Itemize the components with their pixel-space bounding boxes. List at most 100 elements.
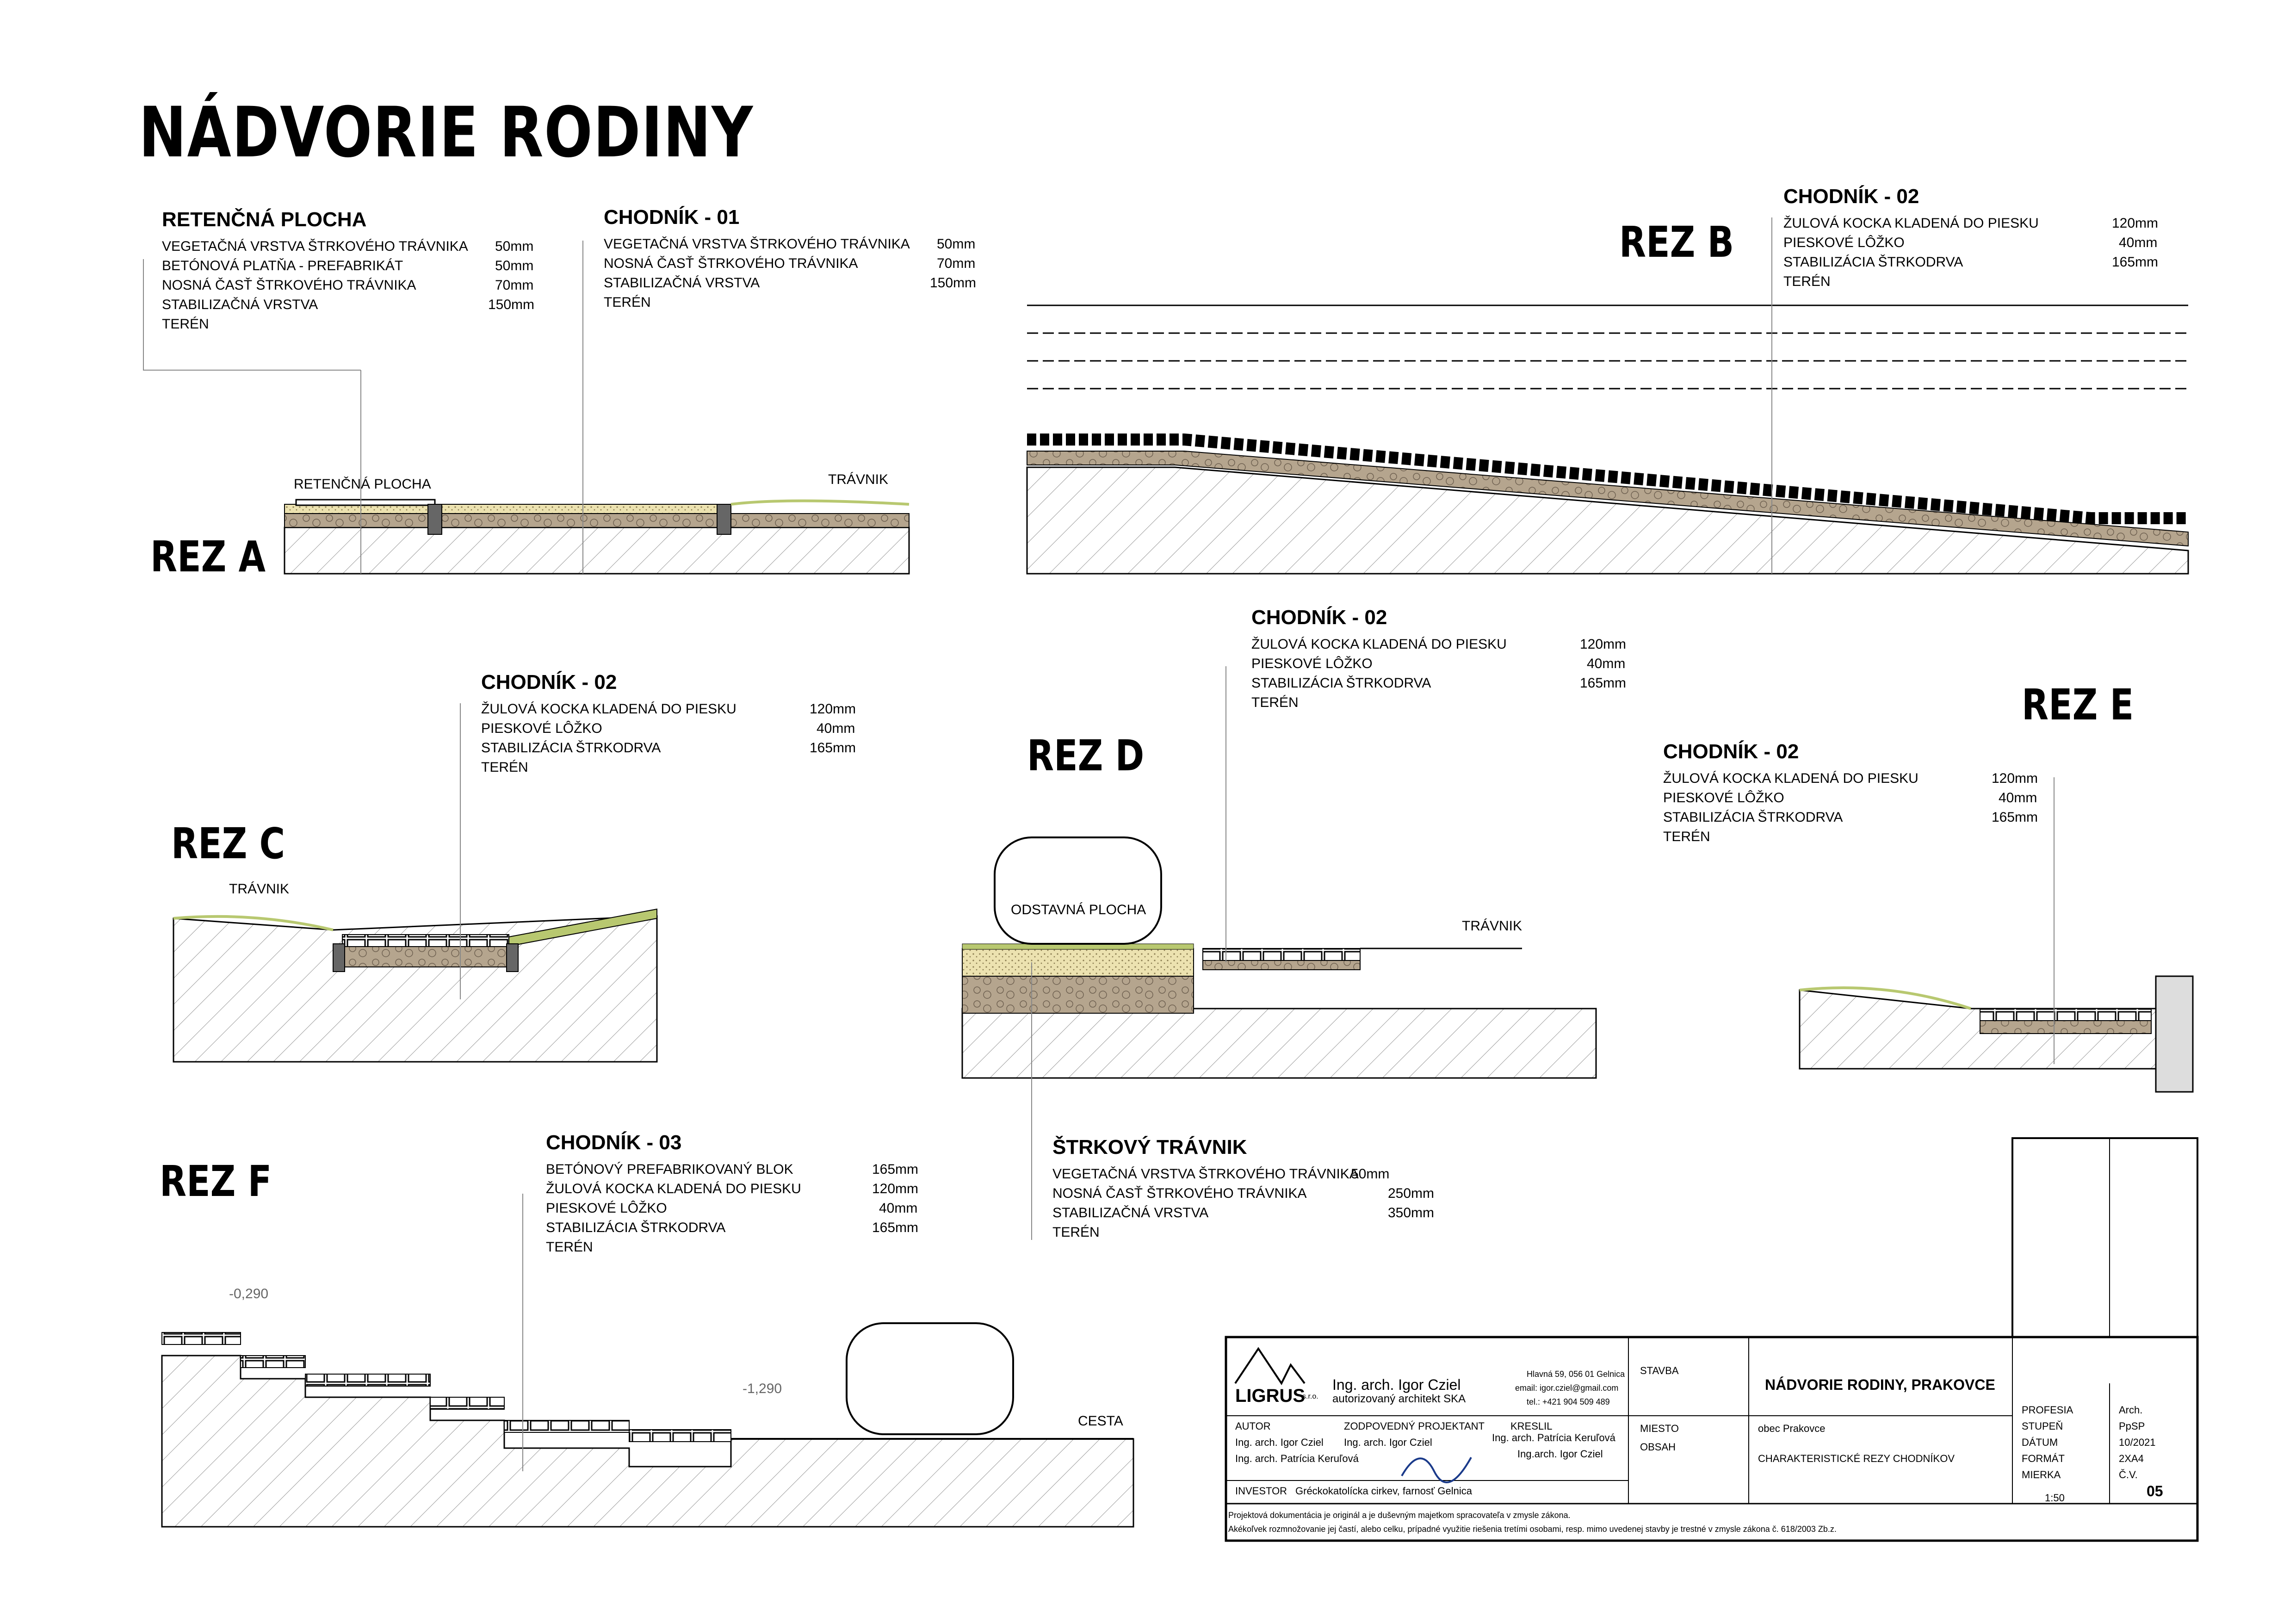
profesia-value: Arch. [2119,1404,2143,1416]
section-c-curb-1 [333,943,345,972]
obsah-value: CHARAKTERISTICKÉ REZY CHODNÍKOV [1758,1453,1955,1464]
autor-2: Ing. arch. Patrícia Keruľová [1235,1453,1359,1464]
title-block-frame [1225,1137,2199,1542]
level-marker-top: -0,290 [229,1286,269,1301]
callout-travnik-d: TRÁVNIK [1462,918,1522,934]
autor-1: Ing. arch. Igor Cziel [1235,1437,1324,1448]
section-f-step-2 [240,1355,306,1368]
section-c-grass-left [173,915,334,931]
datum-value: 10/2021 [2119,1437,2156,1448]
spec-row: TERÉN [162,316,209,332]
section-label-a: REZ A [150,532,266,582]
autor-label: AUTOR [1235,1420,1271,1432]
section-f-step-4 [430,1397,505,1410]
spec-title: CHODNÍK - 03 [546,1131,682,1154]
callout-travnik-a: TRÁVNIK [828,472,889,487]
section-d-stabilization [962,976,1194,1014]
section-f-step-3 [305,1374,431,1387]
signature-icon [1401,1457,1472,1483]
section-e-grass [1799,986,1971,1010]
callout-travnik-c: TRÁVNIK [229,881,290,897]
spec-chodnik-03: CHODNÍK - 03 BETÓNOVÝ PREFABRIKOVANÝ BLO… [546,1131,919,1257]
section-f-step-1 [161,1332,241,1345]
kreslil-2: Ing.arch. Igor Cziel [1517,1448,1603,1460]
datum-label: DÁTUM [2022,1437,2058,1448]
mierka-label: MIERKA [2022,1469,2061,1481]
section-d-sand [1202,960,1361,970]
company-phone: tel.: +421 904 509 489 [1527,1397,1610,1406]
section-c-curb-2 [506,943,519,972]
spec-title: CHODNÍK - 02 [1663,740,1799,763]
section-d-gravel [962,948,1194,977]
spec-row: TERÉN [1783,274,1831,289]
spec-title: RETENČNÁ PLOCHA [162,208,367,231]
stupen-label: STUPEŇ [2022,1420,2063,1432]
level-marker-bottom: -1,290 [743,1381,782,1396]
section-a-curb-1 [427,504,442,535]
cv-value: 05 [2147,1483,2163,1499]
company-email: email: igor.cziel@gmail.com [1515,1383,1619,1393]
spec-retencna-plocha: RETENČNÁ PLOCHA VEGETAČNÁ VRSTVA ŠTRKOVÉ… [162,208,535,334]
section-b-ramp-blocks [1027,434,2188,524]
zodpovedny-1: Ing. arch. Igor Cziel [1344,1437,1432,1448]
spec-row: TERÉN [604,295,651,310]
miesto-label: MIESTO [1640,1423,1679,1434]
obsah-label: OBSAH [1640,1441,1676,1453]
spec-row: TERÉN [546,1239,593,1255]
spec-chodnik-02-e: CHODNÍK - 02 ŽULOVÁ KOCKA KLADENÁ DO PIE… [1663,740,2038,847]
section-label-e: REZ E [2022,680,2134,730]
company-address: Hlavná 59, 056 01 Gelnica [1527,1369,1625,1379]
section-d-car-body [994,836,1162,945]
stupen-value: PpSP [2119,1420,2145,1432]
section-f-drawing [161,1194,1134,1528]
page-title: NÁDVORIE RODINY [139,93,754,173]
kreslil-label: KRESLIL [1510,1420,1553,1432]
section-f-car-body [846,1322,1014,1435]
spec-chodnik-02-b: CHODNÍK - 02 ŽULOVÁ KOCKA KLADENÁ DO PIE… [1783,185,2159,291]
investor-value: Gréckokatolícka cirkev, farnosť Gelnica [1295,1485,1472,1497]
callout-cesta: CESTA [1078,1413,1123,1429]
spec-chodnik-01: CHODNÍK - 01 VEGETAČNÁ VRSTVA ŠTRKOVÉHO … [604,206,976,312]
format-label: FORMÁT [2022,1453,2065,1464]
section-a-curb-2 [717,504,731,535]
stavba-label: STAVBA [1640,1365,1679,1376]
legal-note-1: Projektová dokumentácia je originál a je… [1228,1511,1571,1520]
section-label-f: REZ F [160,1157,272,1206]
section-f-step-5 [504,1420,630,1433]
section-e-stabilization [1980,1020,2152,1034]
section-a-stabilization [284,513,910,528]
section-b-drawing [1026,217,2189,575]
section-c-drawing [173,703,658,1063]
section-a-terrain [284,527,910,575]
kreslil-1: Ing. arch. Patrícia Keruľová [1492,1432,1615,1443]
section-e-wall [2155,975,2194,1093]
spec-title: CHODNÍK - 01 [604,206,740,229]
spec-row: TERÉN [481,760,528,775]
section-a-grass [730,499,910,506]
ligrus-logo-icon [1234,1347,1306,1385]
investor-label: INVESTOR [1235,1485,1287,1497]
spec-title: CHODNÍK - 02 [481,671,617,694]
spec-title: CHODNÍK - 02 [1783,185,1919,208]
company-suffix: s.r.o. [1302,1393,1318,1400]
architect-subtitle: autorizovaný architekt SKA [1332,1393,1466,1405]
spec-chodnik-02-c: CHODNÍK - 02 ŽULOVÁ KOCKA KLADENÁ DO PIE… [481,671,856,777]
section-f-terrain [161,1355,1134,1528]
